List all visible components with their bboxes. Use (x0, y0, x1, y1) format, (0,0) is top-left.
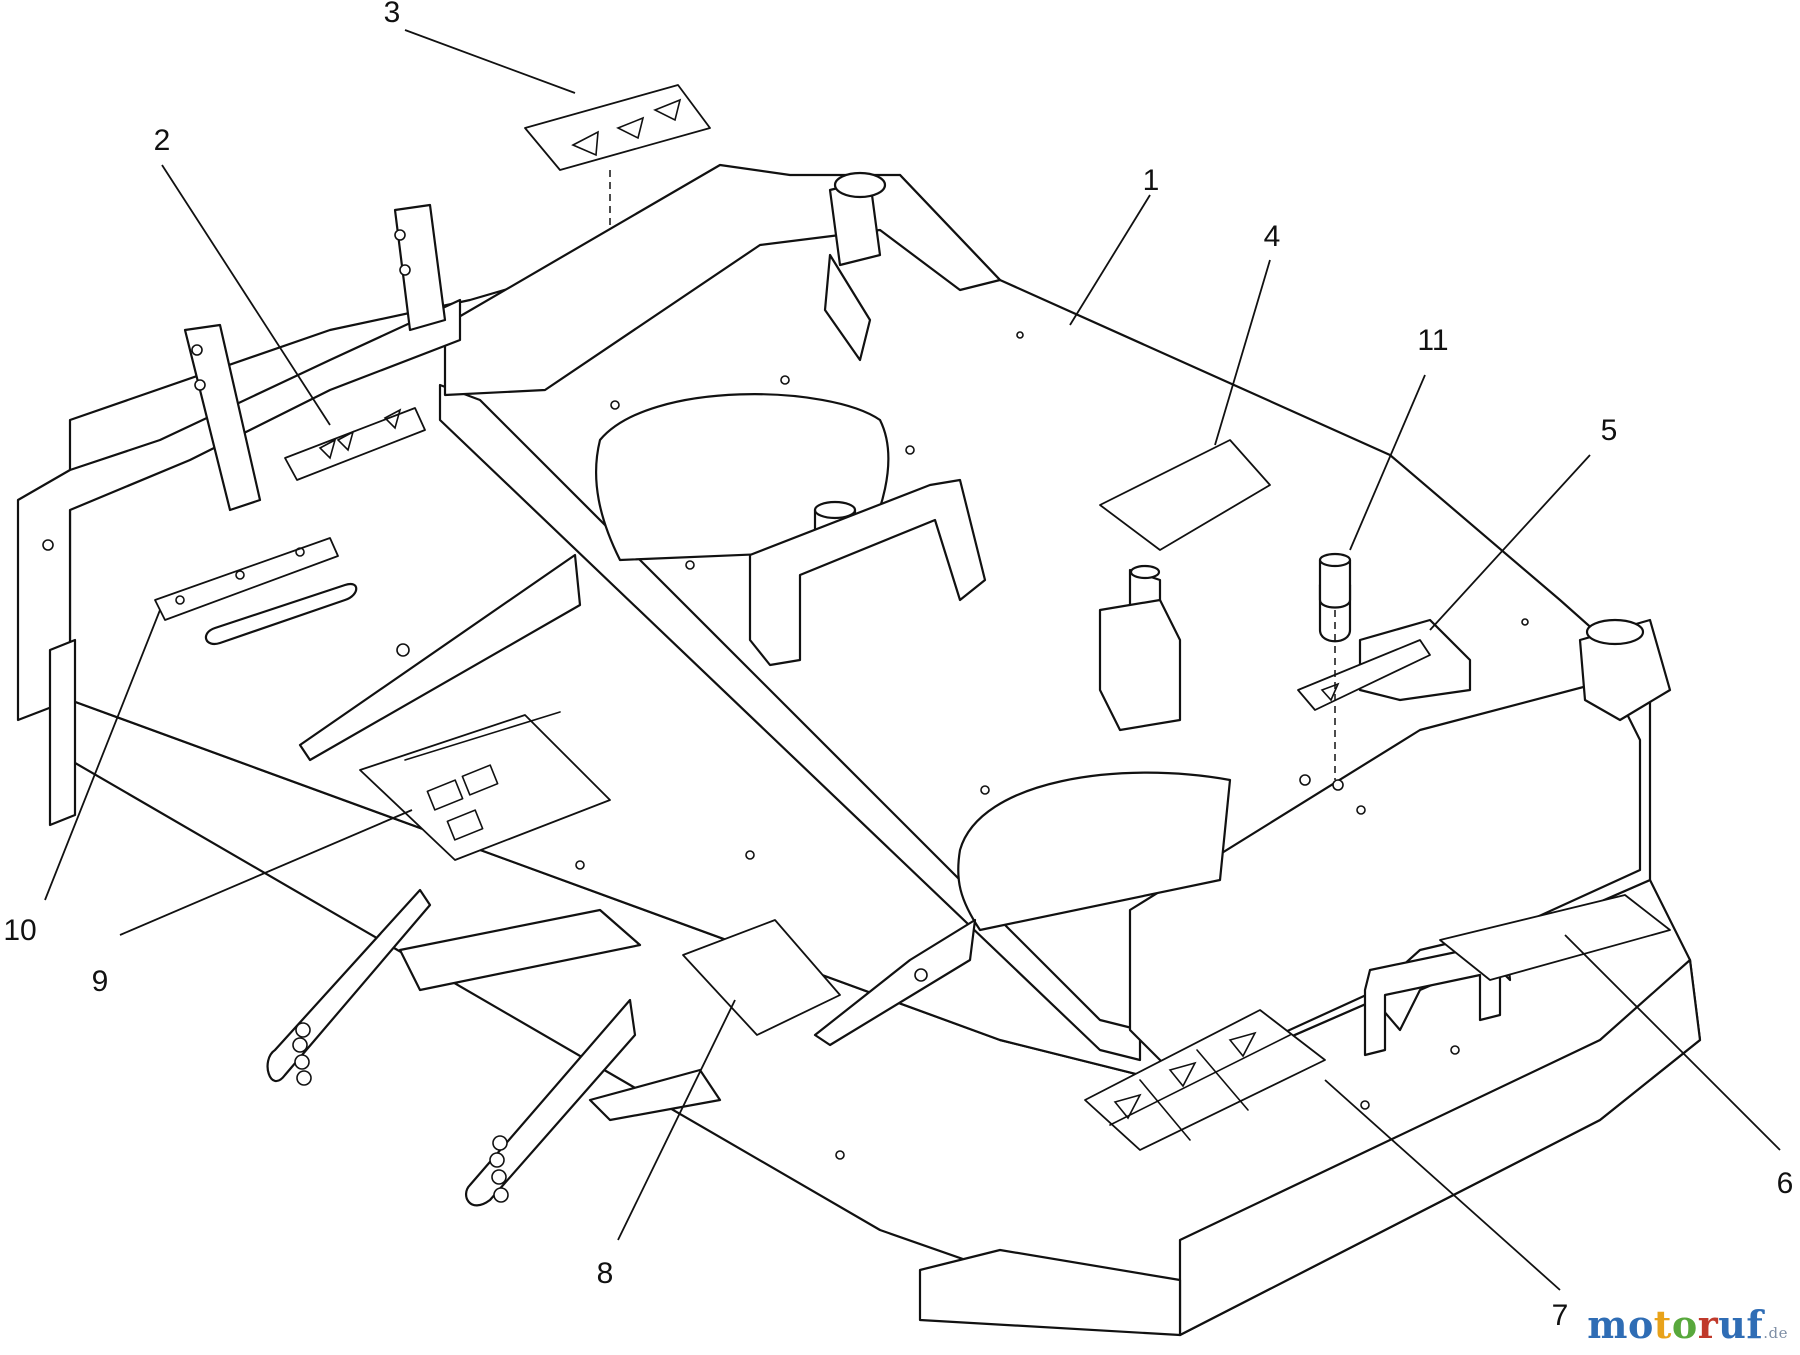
front-handle (1363, 943, 1502, 1057)
callout-4: 4 (1264, 220, 1281, 253)
gauge-wheel-brackets (266, 888, 722, 1207)
callout-1: 1 (1143, 164, 1160, 197)
decal-4 (1099, 439, 1271, 551)
callout-3: 3 (384, 0, 401, 29)
logo-letter: o (1671, 1302, 1698, 1347)
logo-suffix: .de (1763, 1324, 1788, 1342)
decal-2 (284, 407, 426, 481)
logo-letter: m (1587, 1302, 1628, 1347)
callout-6: 6 (1777, 1167, 1794, 1200)
decal-6 (1439, 894, 1671, 981)
decal-7 (1084, 1009, 1326, 1151)
rear-lift-arms (42, 171, 1672, 722)
deck-front-bumper (918, 1248, 1182, 1337)
callout-labels: 1 2 3 4 5 6 7 8 9 10 11 (3, 0, 1793, 1332)
callout-10: 10 (3, 914, 36, 947)
motoruf-logo: motoruf.de (1587, 1302, 1788, 1347)
logo-letter: r (1697, 1302, 1719, 1347)
callout-2: 2 (154, 124, 171, 157)
callout-11: 11 (1417, 324, 1448, 357)
callout-8: 8 (597, 1257, 614, 1290)
deck-slot (204, 582, 358, 646)
callout-5: 5 (1601, 414, 1618, 447)
logo-letter: o (1627, 1302, 1654, 1347)
callout-9: 9 (92, 965, 109, 998)
decal-8 (682, 919, 841, 1036)
logo-letter: f (1746, 1302, 1764, 1347)
decal-3 (524, 84, 711, 230)
decal-9 (359, 711, 611, 861)
mounting-holes (575, 331, 1529, 1160)
right-blade-opening (957, 771, 1232, 932)
decal-10 (154, 537, 339, 621)
skirt-edge-line (1179, 1039, 1601, 1241)
decal-5 (1297, 639, 1431, 711)
callout-7: 7 (1552, 1299, 1569, 1332)
center-bracket (748, 478, 987, 667)
part-11-bushing (1318, 552, 1352, 780)
leader-lines (44, 29, 1781, 1291)
logo-letter: t (1653, 1302, 1672, 1347)
logo-letter: u (1718, 1302, 1747, 1347)
